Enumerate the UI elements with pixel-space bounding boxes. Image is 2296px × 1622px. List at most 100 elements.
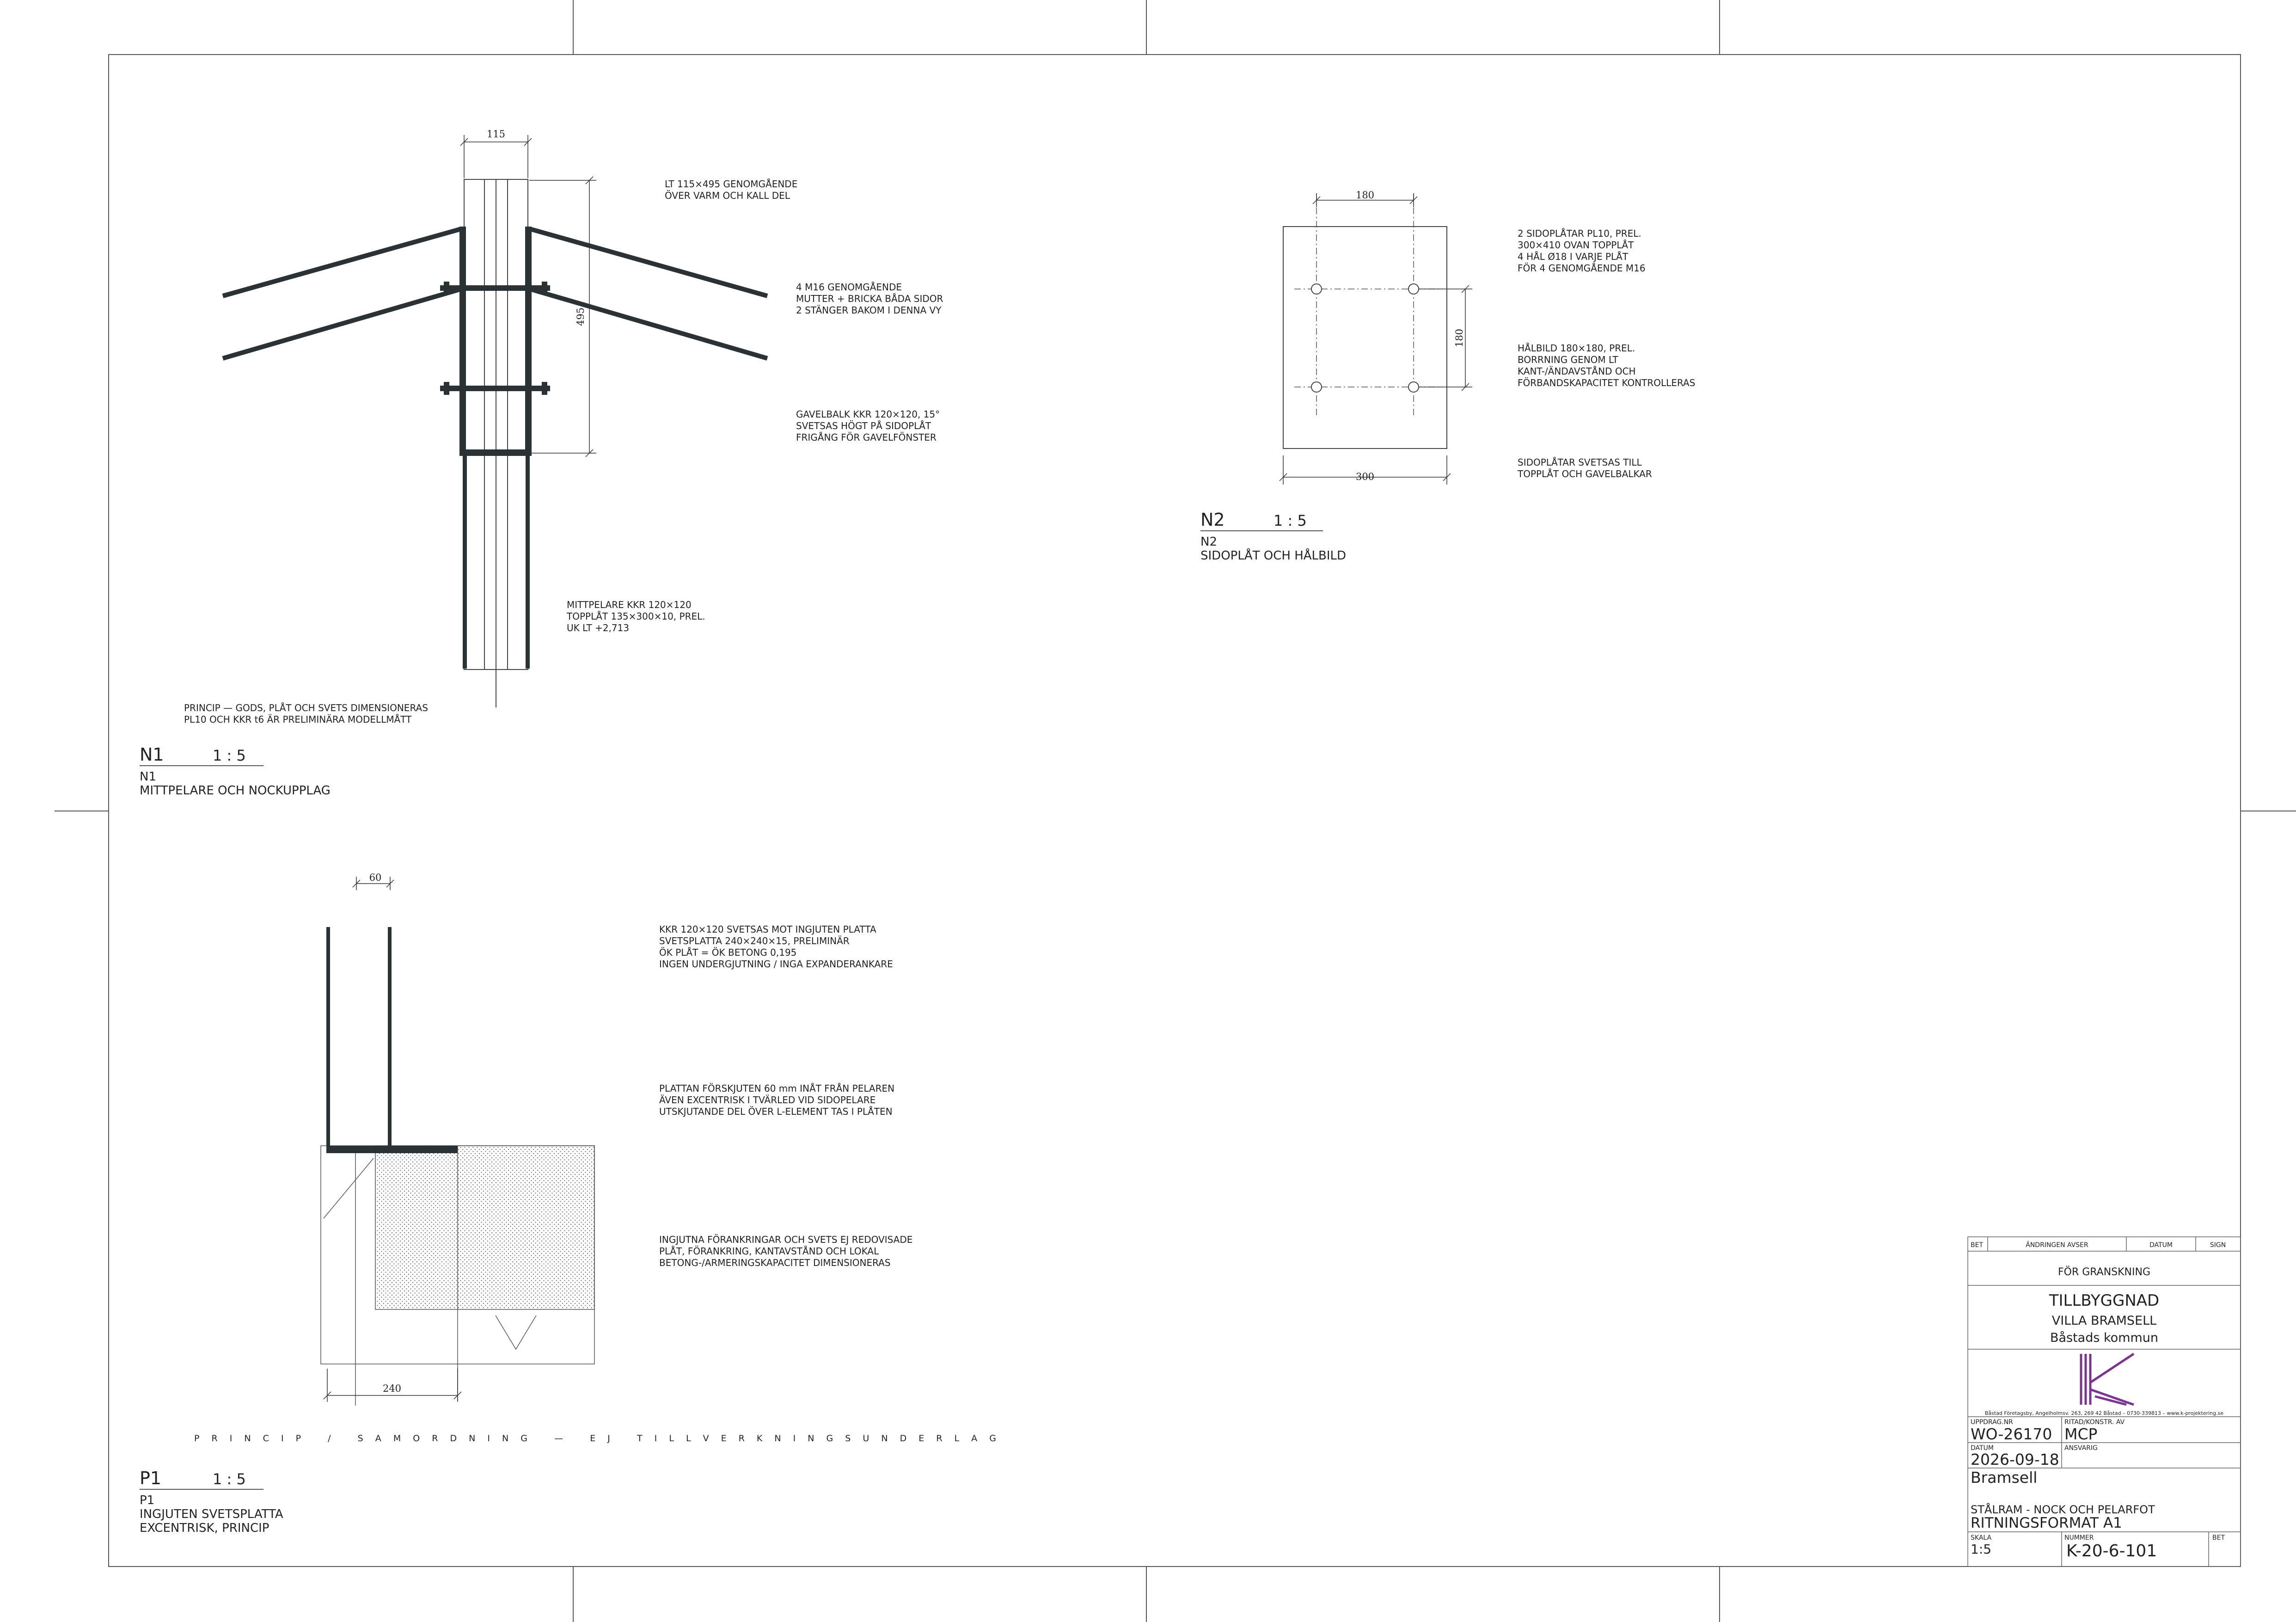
p1-dim-bottom: 240 [383,1383,401,1394]
n2-note-1-line-1: 2 SIDOPLÅTAR PL10, PREL. [1518,228,1641,239]
n1-note-2-line-2: MUTTER + BRICKA BÅDA SIDOR [796,293,943,304]
uppdrag-value: WO-26170 [1971,1425,2052,1443]
detail-n2: 180 180 300 2 SIDOPLÅTAR PL10, PREL. 300… [1200,190,1695,563]
n2-dim-top: 180 [1356,190,1374,201]
n1-dim-width: 115 [487,129,505,140]
n1-detail-label: N1 [140,744,164,765]
rev-col-datum: DATUM [2149,1241,2173,1249]
n1-note-4-line-2: TOPPLÅT 135×300×10, PREL. [566,611,705,622]
bet-label: BET [2212,1534,2225,1542]
n1-note-2-line-3: 2 STÄNGER BAKOM I DENNA VY [796,305,942,316]
n1-note-5-line-1: PRINCIP — GODS, PLÅT OCH SVETS DIMENSION… [184,702,428,713]
n1-note-1-line-2: ÖVER VARM OCH KALL DEL [665,190,790,201]
n1-dimensions [460,135,596,457]
nummer-label: NUMMER [2064,1534,2094,1542]
side-plates [459,227,532,456]
p1-dim-top: 60 [369,872,382,883]
municipality-text: Båstads kommun [2050,1331,2158,1345]
p1-detail-ref: P1 [140,1493,154,1507]
n2-note-2-line-2: BORRNING GENOM LT [1518,354,1618,365]
ritad-label: RITAD/KONSTR. AV [2064,1419,2125,1426]
side-plate-outline [1283,226,1447,449]
center-column [463,455,530,669]
n2-note-1-line-2: 300×410 OVAN TOPPLÅT [1518,240,1634,251]
p1-detail-title-line-2: EXCENTRISK, PRINCIP [140,1521,269,1535]
n1-notes: LT 115×495 GENOMGÅENDE ÖVER VARM OCH KAL… [184,178,943,725]
company-logo-icon [2080,1352,2135,1406]
n2-note-1-line-4: FÖR 4 GENOMGÅENDE M16 [1518,263,1646,274]
ansvarig-label: ANSVARIG [2064,1444,2098,1452]
n2-dimensions [1279,193,1472,485]
n2-dim-bottom: 300 [1356,471,1374,482]
p1-label: P1 1 : 5 P1 INGJUTEN SVETSPLATTA EXCENTR… [140,1468,283,1535]
p1-note-1-line-3: ÖK PLÅT = ÖK BETONG 0,195 [659,947,796,958]
title-block: BET ÄNDRINGEN AVSER DATUM SIGN FÖR GRANS… [1967,1236,2241,1567]
p1-note-3-line-2: PLÅT, FÖRANKRING, KANTAVSTÅND OCH LOKAL [659,1246,879,1257]
n2-note-2-line-1: HÅLBILD 180×180, PREL. [1518,343,1635,354]
laminated-timber-beam [464,179,528,707]
gable-beams [222,227,768,361]
bolt-hole [1408,381,1419,393]
n1-note-1-line-1: LT 115×495 GENOMGÅENDE [665,178,797,190]
detail-n1: 115 495 LT 115×495 GENOMGÅENDE ÖVER VARM… [140,129,943,798]
drawing-title: STÅLRAM - NOCK OCH PELARFOT [1971,1503,2155,1516]
bolt-holes [1311,283,1419,393]
detail-p1: 60 240 KKR 120×120 SVETSAS MOT INGJUTEN … [140,872,1001,1535]
n1-detail-title: MITTPELARE OCH NOCKUPPLAG [140,784,331,798]
p1-notes: KKR 120×120 SVETSAS MOT INGJUTEN PLATTA … [659,924,912,1268]
n1-note-4-line-3: UK LT +2,713 [567,622,629,633]
uppdrag-label: UPPDRAG.NR [1971,1419,2013,1426]
p1-note-3-line-1: INGJUTNA FÖRANKRINGAR OCH SVETS EJ REDOV… [659,1234,912,1245]
project-title: TILLBYGGNAD [2049,1291,2159,1310]
subproject-title: VILLA BRAMSELL [2052,1314,2156,1328]
n1-note-3-line-3: FRIGÅNG FÖR GAVELFÖNSTER [796,432,937,443]
n1-dim-height: 495 [575,307,586,326]
rev-col-andring: ÄNDRINGEN AVSER [2026,1241,2088,1249]
n1-detail-scale: 1 : 5 [213,747,246,764]
n2-detail-scale: 1 : 5 [1274,512,1307,529]
nummer-value: K-20-6-101 [2066,1542,2157,1561]
p1-note-1-line-1: KKR 120×120 SVETSAS MOT INGJUTEN PLATTA [659,924,876,935]
n2-dim-right: 180 [1454,329,1465,347]
client-name: Bramsell [1971,1468,2037,1487]
p1-note-1-line-2: SVETSPLATTA 240×240×15, PRELIMINÄR [659,935,850,946]
rev-col-sign: SIGN [2210,1241,2226,1249]
bolt-hole [1311,283,1322,295]
p1-note-2-line-3: UTSKJUTANDE DEL ÖVER L-ELEMENT TAS I PLÅ… [659,1106,893,1117]
ritad-value: MCP [2064,1425,2097,1443]
n2-notes: 2 SIDOPLÅTAR PL10, PREL. 300×410 OVAN TO… [1517,228,1695,479]
n1-detail-ref: N1 [140,770,156,784]
bolt-hole [1408,283,1419,295]
p1-dimensions [323,877,462,1402]
drawing-format: RITNINGSFORMAT A1 [1971,1515,2122,1531]
p1-note-2-line-2: ÄVEN EXCENTRISK I TVÄRLED VID SIDOPELARE [659,1094,876,1106]
skala-value: 1:5 [1971,1542,1991,1557]
watermark-text: P R I N C I P / S A M O R D N I N G — E … [194,1433,1001,1444]
p1-detail-scale: 1 : 5 [213,1470,246,1488]
sheet-frame [55,0,2296,1622]
n1-label: N1 1 : 5 N1 MITTPELARE OCH NOCKUPPLAG [140,744,331,798]
n1-note-4-line-1: MITTPELARE KKR 120×120 [567,599,692,610]
rev-col-bet: BET [1971,1241,1983,1249]
n2-detail-ref: N2 [1200,535,1217,549]
l-element-hatch [375,1145,595,1310]
company-address: Båstad Företagsby, Angelholmsv. 263, 269… [1985,1410,2223,1416]
p1-detail-label: P1 [140,1468,161,1488]
n2-detail-title: SIDOPLÅT OCH HÅLBILD [1200,548,1346,563]
n2-detail-label: N2 [1200,510,1225,530]
column-walls [326,927,392,1148]
n2-note-1-line-3: 4 HÅL Ø18 I VARJE PLÅT [1518,251,1629,262]
n2-note-3-line-2: TOPPLÅT OCH GAVELBALKAR [1517,468,1652,479]
datum-value: 2026-09-18 [1971,1450,2059,1468]
n2-label: N2 1 : 5 N2 SIDOPLÅT OCH HÅLBILD [1200,510,1346,563]
skala-label: SKALA [1971,1534,1992,1542]
p1-detail-title-line-1: INGJUTEN SVETSPLATTA [140,1507,283,1521]
n2-note-2-line-4: FÖRBANDSKAPACITET KONTROLLERAS [1518,377,1695,388]
n2-note-3-line-1: SIDOPLÅTAR SVETSAS TILL [1518,457,1642,468]
p1-note-1-line-4: INGEN UNDERGJUTNING / INGA EXPANDERANKAR… [659,958,893,970]
n1-note-3-line-1: GAVELBALK KKR 120×120, 15° [796,409,940,420]
bolt-hole [1311,381,1322,393]
status-text: FÖR GRANSKNING [2058,1266,2150,1278]
n1-note-2-line-1: 4 M16 GENOMGÅENDE [796,282,902,293]
